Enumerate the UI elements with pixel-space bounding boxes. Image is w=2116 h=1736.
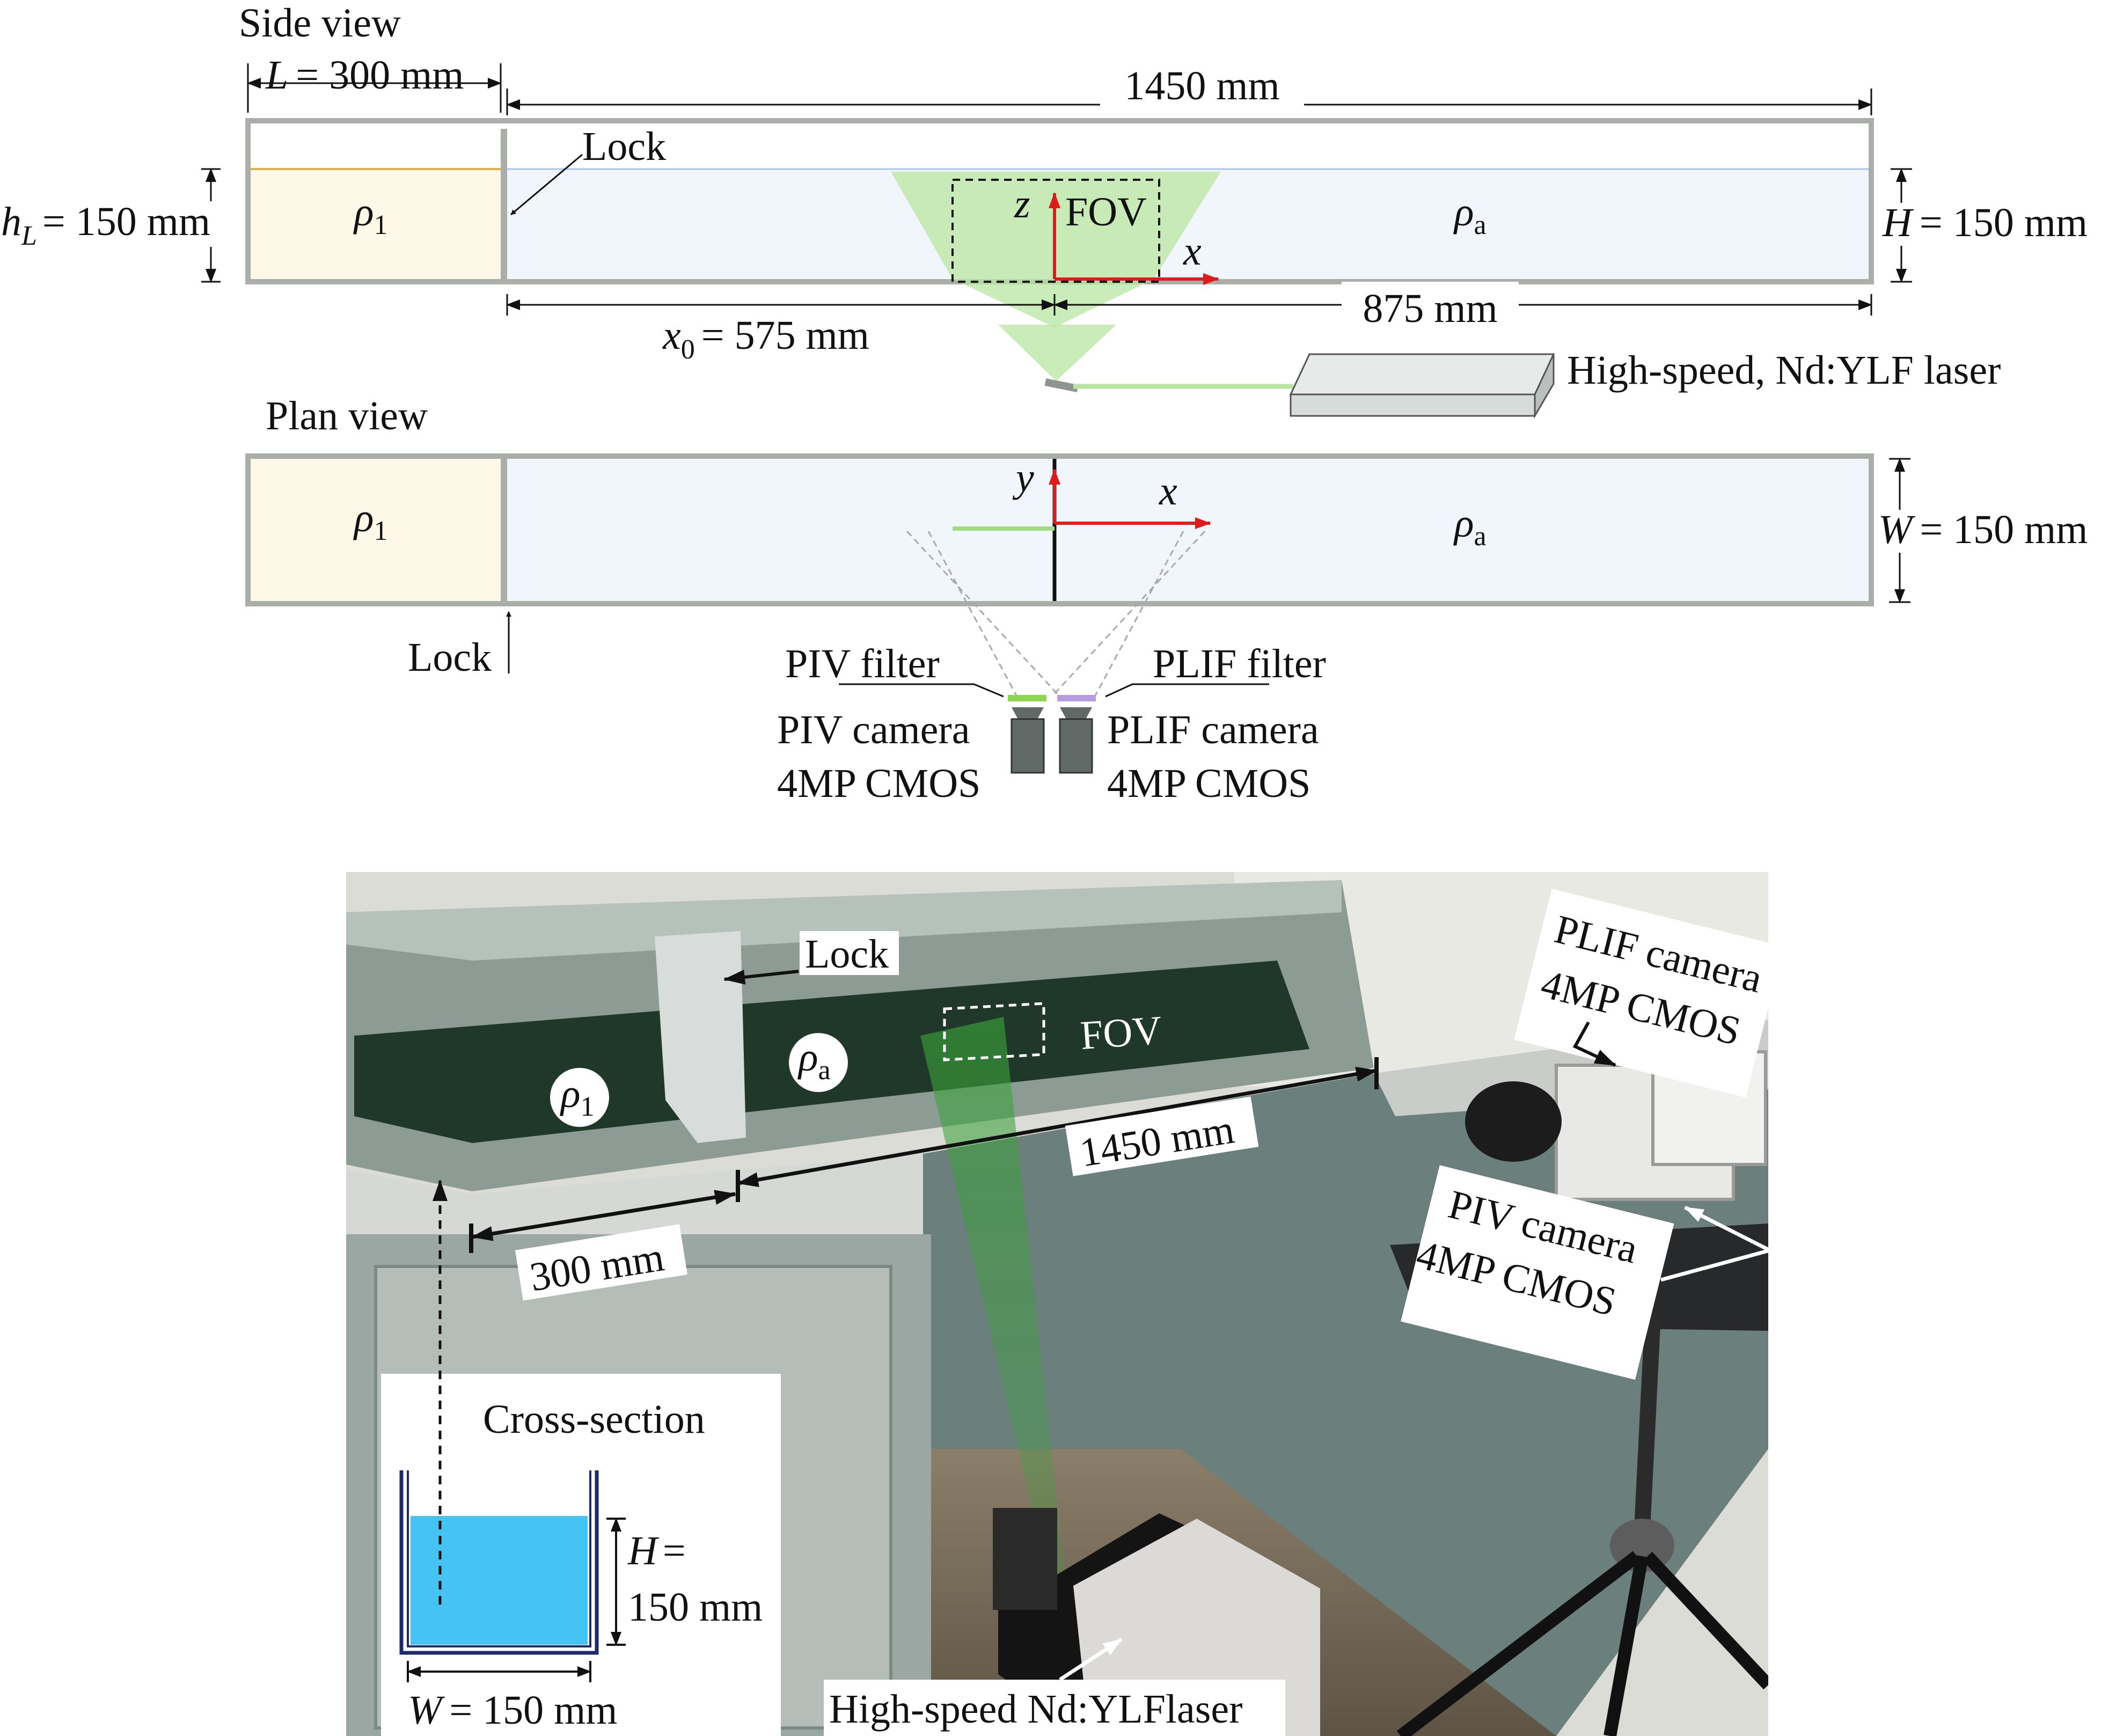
plan-rhoa-label: ρa — [1453, 501, 1487, 552]
piv-filter — [1008, 695, 1046, 701]
photo-laser-optics-mount — [993, 1508, 1057, 1610]
photo-piv-callout-bg — [1401, 1165, 1674, 1380]
piv-camera-lens — [1012, 707, 1044, 720]
inset-tank-outer-wall — [399, 1470, 599, 1655]
plan-lock-label: Lock — [408, 635, 492, 680]
downstream-label-bg — [1342, 282, 1519, 327]
laser-box-front — [1290, 393, 1536, 417]
photo-tripod-leg-left — [1396, 1551, 1641, 1736]
inset-h-line2: 150 mm — [628, 1585, 763, 1630]
side-rho1-label: ρ1 — [353, 189, 387, 240]
photo-tripod-leg-right — [1643, 1551, 1768, 1690]
photo-laser-label: High-speed Nd:YLFlaser — [829, 1687, 1242, 1732]
fill-height-label-bg — [188, 201, 236, 247]
photo-300-label-bg — [515, 1224, 687, 1301]
laser-box-top — [1289, 353, 1555, 395]
inset-title: Cross-section — [483, 1397, 705, 1442]
side-mirror — [1044, 378, 1079, 392]
photo-laser-callout-bg — [824, 1680, 1285, 1736]
total-length-label: 1450 mm — [1124, 63, 1279, 108]
photo-piv-leader — [1660, 1248, 1770, 1282]
photo-rho1-badge — [550, 1068, 609, 1127]
side-fov-box — [951, 179, 1160, 283]
inset-w-label: W= 150 mm — [408, 1688, 617, 1733]
side-laser-sheet-below-tank — [998, 325, 1116, 381]
inset-h-line1: H= — [627, 1528, 686, 1573]
width-label: W= 150 mm — [1878, 507, 2088, 552]
photo-lock-arrow — [723, 969, 799, 985]
photo-1450-label-bg — [1065, 1096, 1259, 1176]
photo-lock-gate — [655, 931, 746, 1143]
side-rhoa-label: ρa — [1453, 189, 1487, 240]
plif-view-cone-right — [1094, 531, 1184, 697]
photo-tripod-post — [1634, 1314, 1661, 1530]
plif-view-cone-left — [906, 530, 1061, 698]
lock-length-label: L= 300 mm — [265, 53, 464, 98]
lab-photo: Lock FOV ρ1 ρa 1450 mm 300 mm PLIF camer… — [346, 872, 1784, 1736]
side-lock-leader — [510, 153, 583, 216]
piv-filter-leader — [839, 683, 1004, 698]
side-view: Side view L= 300 mm 1450 mm Lock ρ1 ρa F… — [1, 1, 2088, 419]
side-view-title: Side view — [239, 1, 401, 46]
piv-camera-line1: PIV camera — [777, 707, 970, 752]
side-fov-label: FOV — [1065, 189, 1147, 235]
side-dense-fluid — [251, 169, 502, 279]
photo-laser-arrow — [1059, 1638, 1123, 1681]
depth-label-bg — [1881, 203, 1924, 246]
plan-dense-fluid — [251, 459, 502, 601]
plif-camera-line2: 4MP CMOS — [1107, 761, 1310, 806]
plif-camera-body — [1059, 718, 1093, 774]
plan-view-title: Plan view — [266, 393, 428, 438]
inset-tank-inner-wall — [407, 1470, 591, 1647]
plif-filter — [1057, 695, 1096, 701]
photo-fov-box — [943, 1002, 1045, 1061]
photo-camera-lens — [1465, 1081, 1562, 1162]
width-label-bg — [1878, 510, 1921, 553]
plan-lock-gate — [501, 456, 507, 604]
photo-lock-label: Lock — [805, 932, 889, 977]
side-lock-label: Lock — [582, 124, 666, 169]
plif-filter-label: PLIF filter — [1153, 641, 1326, 686]
plif-camera-lens — [1060, 707, 1092, 720]
plan-x-axis-label: x — [1159, 468, 1177, 514]
side-x-axis-label: x — [1183, 229, 1202, 274]
total-length-label-bg — [1100, 70, 1304, 113]
photo-1450-dimension-line — [737, 1066, 1378, 1188]
photo-plif-callout-bg — [1514, 889, 1784, 1098]
photo-rho1-label: ρ1 — [560, 1071, 594, 1122]
x0-label: x0= 575 mm — [662, 313, 869, 365]
photo-piv-leader-arrow — [1684, 1205, 1771, 1252]
fill-height-label: hL= 150 mm — [1, 199, 210, 251]
plan-view: Plan view ρ1 ρa y x W= 150 mm Lock PIV f… — [245, 393, 2088, 806]
photo-tripod-leg-middle — [1604, 1555, 1649, 1736]
photo-lock-label-bg — [800, 931, 899, 975]
plif-camera-line1: PLIF camera — [1107, 707, 1319, 752]
side-lock-gate — [501, 129, 507, 282]
piv-filter-label: PIV filter — [785, 641, 940, 686]
photo-fov-label: FOV — [1079, 1008, 1163, 1058]
photo-tank-top-rim — [346, 880, 1342, 961]
piv-view-cone-left — [927, 531, 1018, 697]
side-z-axis-label: z — [1014, 181, 1030, 226]
inset-water — [411, 1516, 588, 1645]
piv-view-cone-right — [1051, 530, 1206, 698]
piv-camera-body — [1011, 718, 1045, 774]
plan-rho1-label: ρ1 — [353, 495, 387, 546]
photo-300-dimension-line — [471, 1190, 736, 1241]
downstream-length-label: 875 mm — [1363, 286, 1497, 331]
side-laser-label: High-speed, Nd:YLF laser — [1567, 348, 2001, 393]
plif-filter-leader — [1105, 683, 1269, 698]
photo-plif-leader — [1572, 1021, 1616, 1067]
piv-camera-line2: 4MP CMOS — [777, 761, 980, 806]
plan-y-axis-label: y — [1012, 455, 1034, 500]
depth-label: H= 150 mm — [1882, 200, 2088, 245]
